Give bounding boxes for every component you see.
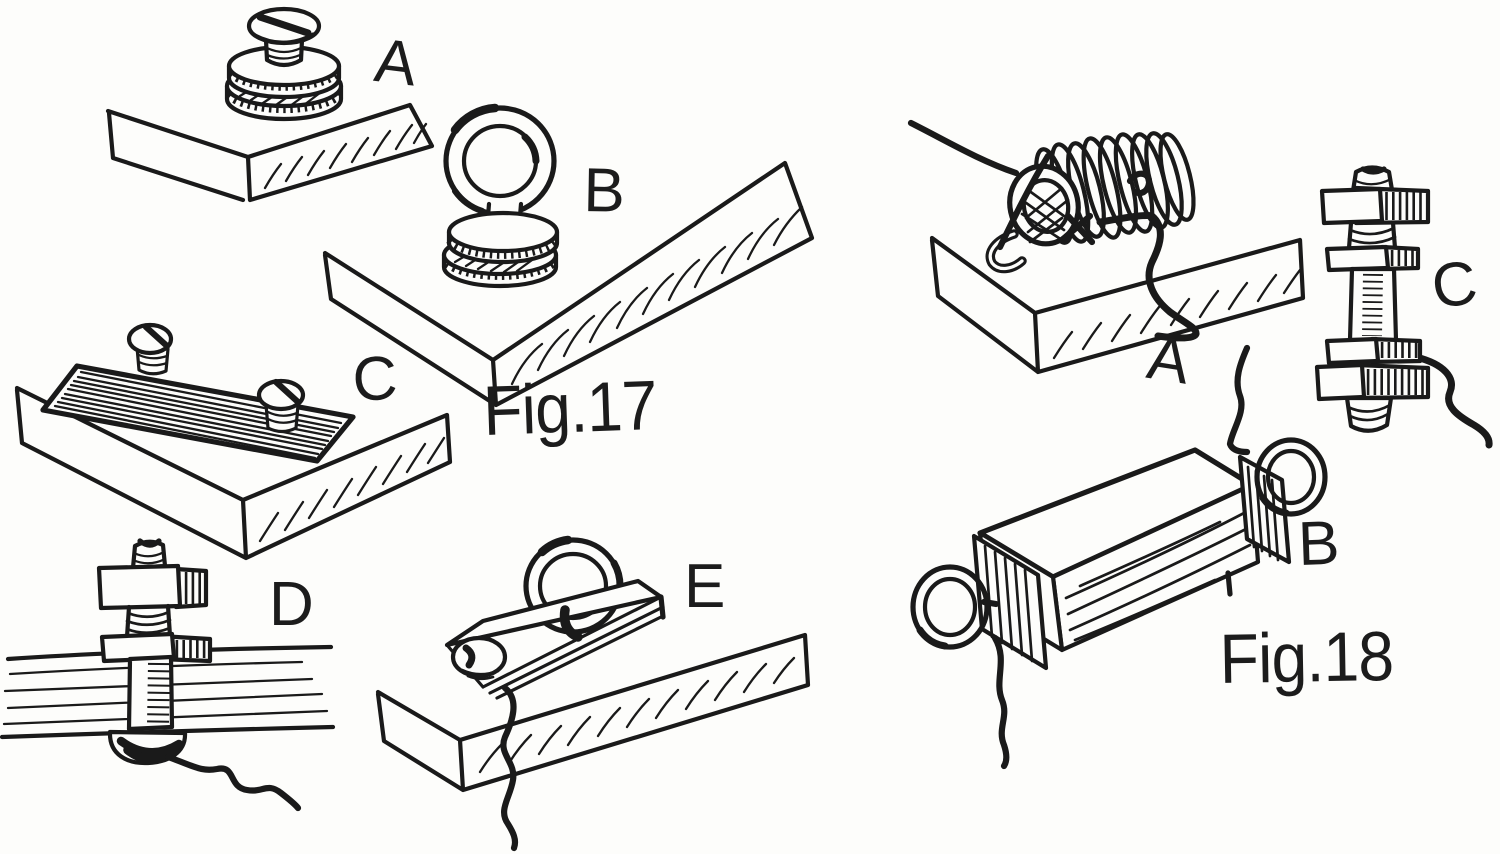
fig18-caption: Fig.18 (1218, 616, 1394, 698)
fig17-item-a-binding-post (105, 6, 435, 203)
fig18-item-c-nut-bolt (1314, 165, 1493, 449)
fig18-label-c: C (1427, 247, 1482, 323)
fig17-caption: Fig.17 (481, 365, 658, 450)
fig18-item-a-wire-coil (907, 119, 1306, 375)
fig17-label-d: D (269, 570, 314, 639)
fig18-label-b: B (1296, 508, 1341, 579)
fig18-item-b-block-with-eyes (910, 344, 1328, 770)
fig17-label-b: B (582, 156, 626, 226)
fig17-label-c: C (350, 343, 400, 415)
fig17-item-c-screw-plate (14, 322, 453, 561)
fig17-label-e: E (684, 552, 726, 621)
fig17-item-d-bolt-through-board (0, 538, 336, 812)
fig17-item-e-split-ring-clip (375, 535, 811, 852)
fig17-item-b-screw-eye (322, 103, 815, 408)
fig17-label-a: A (371, 26, 421, 100)
